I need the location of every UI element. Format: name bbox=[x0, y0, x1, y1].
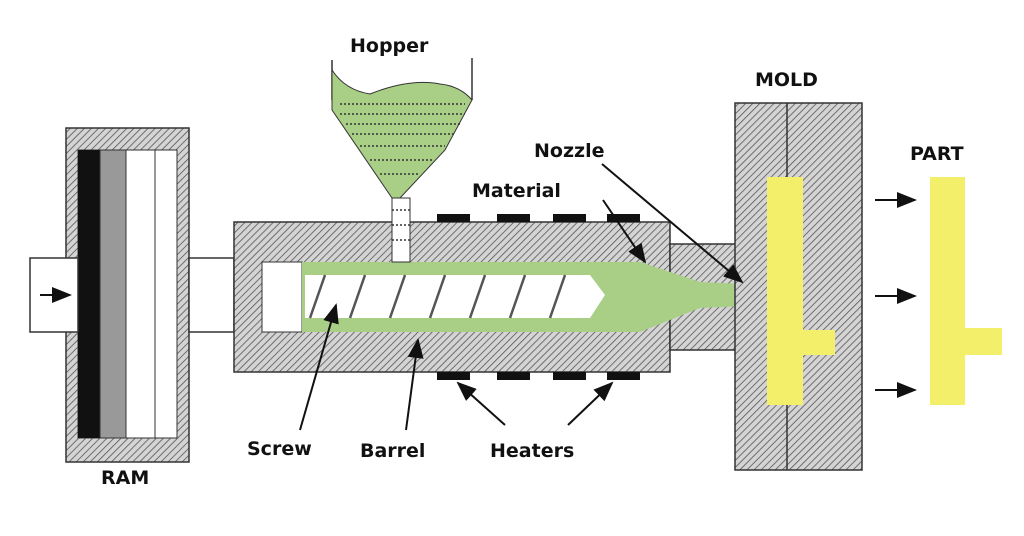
label-heaters: Heaters bbox=[490, 440, 574, 462]
label-material: Material bbox=[472, 180, 561, 202]
molded-part bbox=[930, 177, 1002, 405]
ram bbox=[29, 127, 235, 463]
heaters bbox=[437, 214, 640, 380]
screw bbox=[305, 274, 605, 319]
label-screw: Screw bbox=[247, 438, 312, 460]
barrel bbox=[233, 214, 766, 380]
leader-arrows bbox=[299, 163, 744, 431]
label-part: PART bbox=[910, 143, 964, 165]
eject-arrows-icon bbox=[875, 192, 917, 398]
mold bbox=[734, 102, 863, 471]
label-ram: RAM bbox=[101, 467, 149, 489]
label-mold: MOLD bbox=[755, 69, 818, 91]
label-nozzle: Nozzle bbox=[534, 140, 604, 162]
label-barrel: Barrel bbox=[360, 440, 425, 462]
mold-cavity bbox=[767, 177, 835, 405]
label-hopper: Hopper bbox=[350, 35, 429, 57]
hopper bbox=[331, 58, 473, 263]
